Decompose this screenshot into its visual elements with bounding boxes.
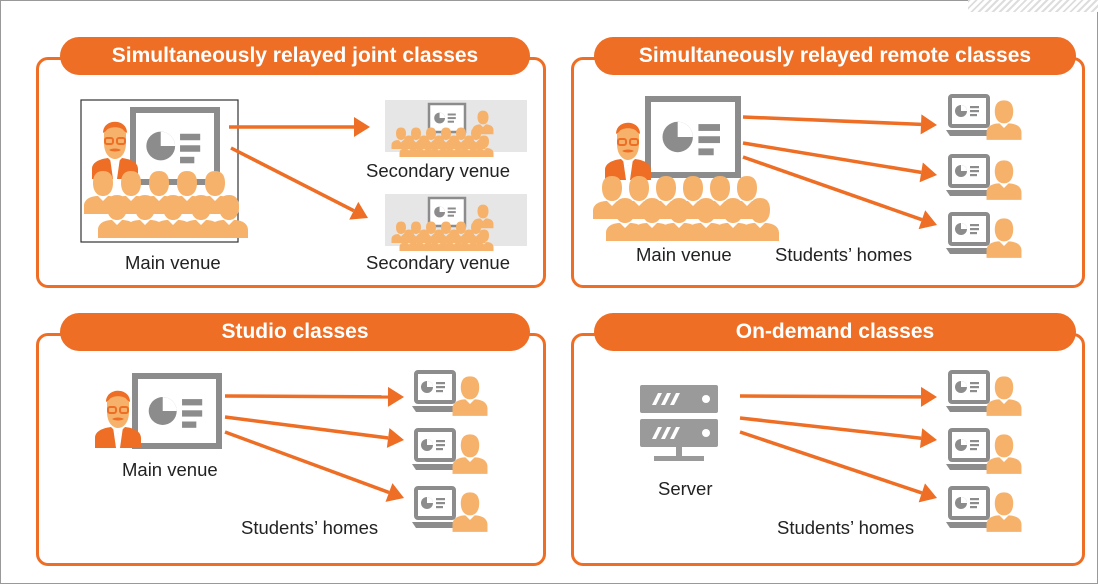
audience-icon <box>593 176 779 241</box>
panel-title-remote: Simultaneously relayed remote classes <box>594 37 1076 75</box>
teacher-icon <box>95 390 141 448</box>
presentation-screen-icon <box>645 96 741 178</box>
arrow-icon <box>224 415 404 448</box>
label-secondary-venue-1: Secondary venue <box>366 160 510 181</box>
student-computer-icon <box>946 486 1022 532</box>
arrow-icon <box>224 386 404 407</box>
student-computer-icon <box>946 370 1022 416</box>
corner-hatch <box>968 0 1098 12</box>
presentation-screen-icon <box>130 107 220 185</box>
label-main-venue-joint: Main venue <box>125 252 221 273</box>
label-students-homes-remote: Students’ homes <box>775 244 913 265</box>
arrow-icon <box>230 146 368 220</box>
arrow-icon <box>742 114 937 135</box>
arrow-icon <box>739 416 937 449</box>
label-main-venue-remote: Main venue <box>636 244 732 265</box>
student-computer-icon <box>412 486 488 532</box>
label-students-homes-studio: Students’ homes <box>241 517 379 538</box>
panel-title-studio: Studio classes <box>60 313 530 351</box>
arrow-icon <box>229 117 370 137</box>
server-icon <box>640 385 718 461</box>
student-computer-icon <box>946 212 1022 258</box>
student-computer-icon <box>412 428 488 474</box>
student-computer-icon <box>946 94 1022 140</box>
label-secondary-venue-2: Secondary venue <box>366 252 510 273</box>
arrow-icon <box>739 386 937 407</box>
label-server: Server <box>658 478 713 499</box>
secondary-venue-icon <box>385 100 527 157</box>
audience-icon <box>84 171 248 238</box>
panel-title-on-demand: On-demand classes <box>594 313 1076 351</box>
arrow-icon <box>739 430 937 503</box>
arrow-icon <box>742 141 937 183</box>
label-students-homes-on-demand: Students’ homes <box>777 517 915 538</box>
secondary-venue-icon <box>385 194 527 251</box>
presentation-screen-icon <box>132 373 222 449</box>
teacher-icon <box>605 122 651 180</box>
student-computer-icon <box>946 154 1022 200</box>
arrow-icon <box>224 430 404 502</box>
student-computer-icon <box>412 370 488 416</box>
arrow-icon <box>742 155 937 230</box>
panel-title-joint: Simultaneously relayed joint classes <box>60 37 530 75</box>
label-main-venue-studio: Main venue <box>122 459 218 480</box>
student-computer-icon <box>946 428 1022 474</box>
